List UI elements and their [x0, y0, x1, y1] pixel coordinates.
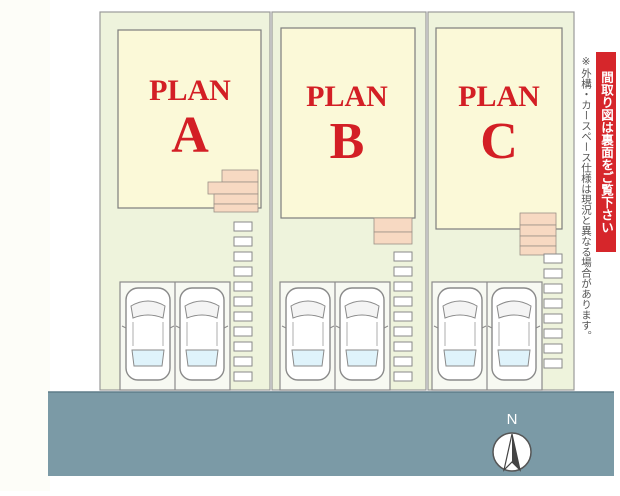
stepping-stone	[543, 358, 563, 369]
stepping-stones-a	[233, 221, 253, 382]
entrance-steps-a	[207, 169, 259, 213]
north-label: N	[507, 411, 518, 428]
north-arrow-icon	[492, 432, 532, 472]
stepping-stone	[393, 296, 413, 307]
stepping-stone	[543, 268, 563, 279]
car-b1	[281, 287, 335, 381]
stepping-stones-c	[543, 253, 563, 369]
stepping-stone	[543, 328, 563, 339]
stepping-stone	[233, 356, 253, 367]
car-c2	[487, 287, 541, 381]
car-a2	[175, 287, 229, 381]
plan-b-label-line2: B	[330, 113, 365, 170]
stepping-stone	[233, 341, 253, 352]
stepping-stone	[393, 371, 413, 382]
stepping-stone	[543, 343, 563, 354]
plan-a-label-line2: A	[171, 107, 209, 164]
exterior-disclaimer: ※外構・カースペース仕様は現況と異なる場合があります。	[580, 56, 592, 341]
stepping-stone	[233, 371, 253, 382]
entrance-steps-b	[373, 217, 413, 245]
stepping-stone	[393, 356, 413, 367]
car-a1	[121, 287, 175, 381]
floor-plan-notice: 間取り図は裏面をご覧下さい	[596, 52, 616, 252]
stepping-stone	[393, 326, 413, 337]
stepping-stone	[233, 251, 253, 262]
stepping-stone	[233, 266, 253, 277]
house-c	[435, 27, 563, 230]
stepping-stone	[543, 283, 563, 294]
plan-b-label-line1: PLAN	[306, 80, 388, 113]
stepping-stone	[233, 311, 253, 322]
entrance-steps-c	[519, 212, 557, 256]
stepping-stone	[233, 326, 253, 337]
stepping-stone	[233, 296, 253, 307]
stepping-stone	[393, 251, 413, 262]
stepping-stone	[543, 313, 563, 324]
plan-c-label-line1: PLAN	[458, 80, 540, 113]
stepping-stone	[233, 281, 253, 292]
road	[48, 392, 614, 476]
car-b2	[335, 287, 389, 381]
stepping-stone	[393, 266, 413, 277]
left-margin-strip	[0, 0, 50, 491]
stepping-stones-b	[393, 251, 413, 382]
stepping-stone	[393, 281, 413, 292]
plan-c-label-line2: C	[480, 113, 518, 170]
stepping-stone	[233, 236, 253, 247]
stepping-stone	[393, 311, 413, 322]
stepping-stone	[393, 341, 413, 352]
plan-a-label-line1: PLAN	[149, 74, 231, 107]
stepping-stone	[233, 221, 253, 232]
car-c1	[433, 287, 487, 381]
stepping-stone	[543, 253, 563, 264]
house-b	[280, 27, 416, 219]
stepping-stone	[543, 298, 563, 309]
